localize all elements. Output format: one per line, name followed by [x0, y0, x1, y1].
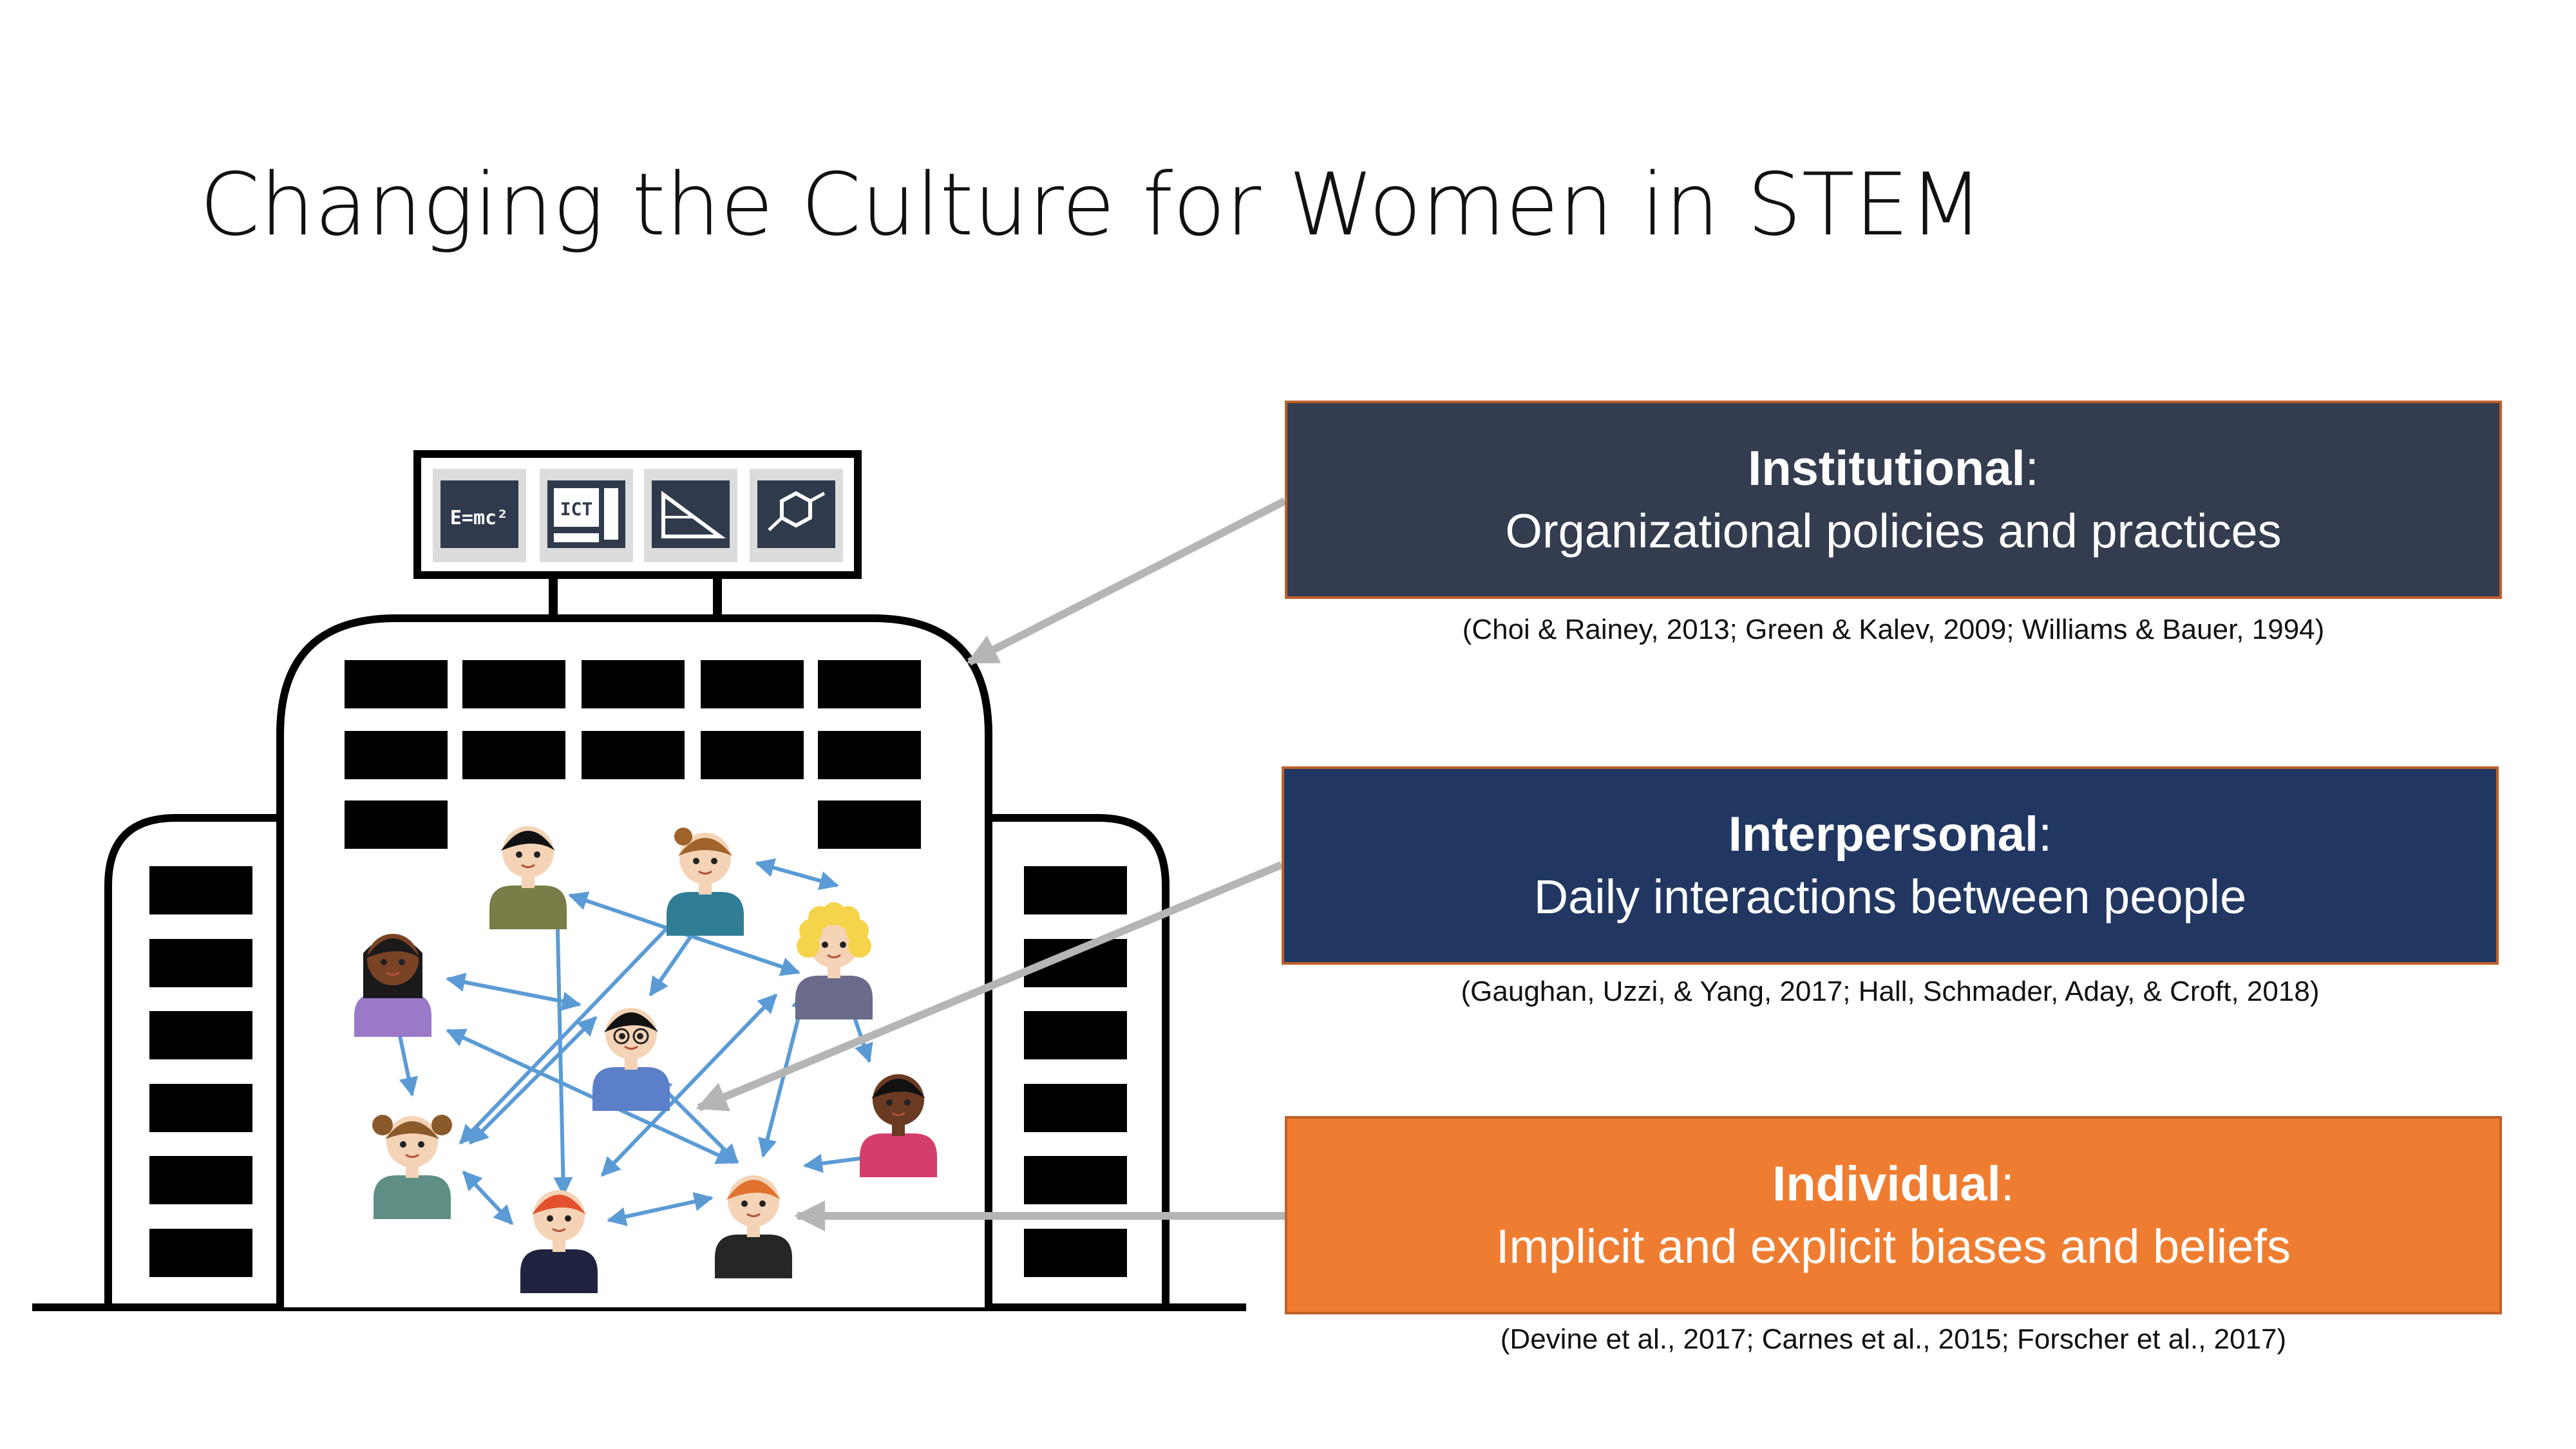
interpersonal-citation: (Gaughan, Uzzi, & Yang, 2017; Hall, Schm…	[1461, 976, 2320, 1007]
interpersonal-box: Interpersonal: Daily interactions betwee…	[1282, 766, 2499, 965]
institutional-box: Institutional: Organizational policies a…	[1285, 401, 2502, 599]
ict-computer-icon: ICT	[540, 469, 633, 562]
person-glasses-blue-icon	[592, 1008, 670, 1111]
window	[701, 731, 804, 779]
individual-heading: Individual	[1772, 1156, 2001, 1211]
window	[818, 800, 921, 849]
window	[462, 660, 565, 708]
window	[149, 1229, 252, 1277]
window	[149, 866, 252, 914]
person-orange-hair-black-icon	[715, 1175, 792, 1278]
window	[149, 1011, 252, 1059]
institutional-citation: (Choi & Rainey, 2013; Green & Kalev, 200…	[1462, 614, 2325, 645]
window	[1024, 866, 1127, 914]
interpersonal-description: Daily interactions between people	[1533, 870, 2247, 924]
individual-citation: (Devine et al., 2017; Carnes et al., 201…	[1500, 1323, 2287, 1355]
billboard-post-left	[549, 573, 558, 620]
person-blonde-curly-icon	[795, 902, 873, 1019]
interaction-arrow	[468, 1016, 598, 1145]
window	[149, 1156, 252, 1204]
interaction-arrow	[607, 1192, 714, 1226]
interpersonal-heading: Interpersonal	[1728, 806, 2039, 862]
individual-box: Individual: Implicit and explicit biases…	[1285, 1116, 2502, 1314]
geometry-board-icon	[644, 469, 737, 562]
window	[1024, 1011, 1127, 1059]
window	[149, 939, 252, 987]
institutional-description: Organizational policies and practices	[1505, 504, 2282, 558]
window	[701, 660, 804, 708]
chemistry-board-icon	[750, 469, 843, 562]
window	[818, 660, 921, 708]
interaction-arrow	[755, 858, 839, 891]
window	[345, 731, 448, 779]
window	[1024, 1156, 1127, 1204]
billboard-post-right	[713, 573, 722, 620]
interaction-arrow	[462, 1170, 514, 1226]
person-long-hair-purple-icon	[354, 934, 431, 1037]
slide-title: Changing the Culture for Women in STEM	[200, 155, 1984, 255]
person-short-hair-pink-icon	[860, 1074, 937, 1177]
window	[345, 660, 448, 708]
person-ponytail-teal-icon	[667, 828, 744, 936]
window	[582, 731, 685, 779]
window	[582, 660, 685, 708]
window	[1024, 1084, 1127, 1132]
individual-description: Implicit and explicit biases and beliefs	[1496, 1220, 2291, 1274]
institutional-heading: Institutional	[1748, 440, 2025, 496]
svg-text:E=mc²: E=mc²	[450, 507, 508, 529]
connector-institutional	[966, 497, 1287, 666]
connector-interpersonal	[696, 861, 1283, 1112]
person-red-hair-navy-icon	[520, 1190, 598, 1293]
window	[818, 731, 921, 779]
svg-text:ICT: ICT	[560, 498, 593, 520]
window	[149, 1084, 252, 1132]
window	[345, 800, 448, 849]
window	[1024, 1229, 1127, 1277]
person-pigtails-green-icon	[372, 1115, 452, 1219]
person-dark-hair-olive-icon	[489, 826, 567, 929]
emc2-chalkboard-icon: E=mc²	[433, 469, 526, 562]
window	[462, 731, 565, 779]
